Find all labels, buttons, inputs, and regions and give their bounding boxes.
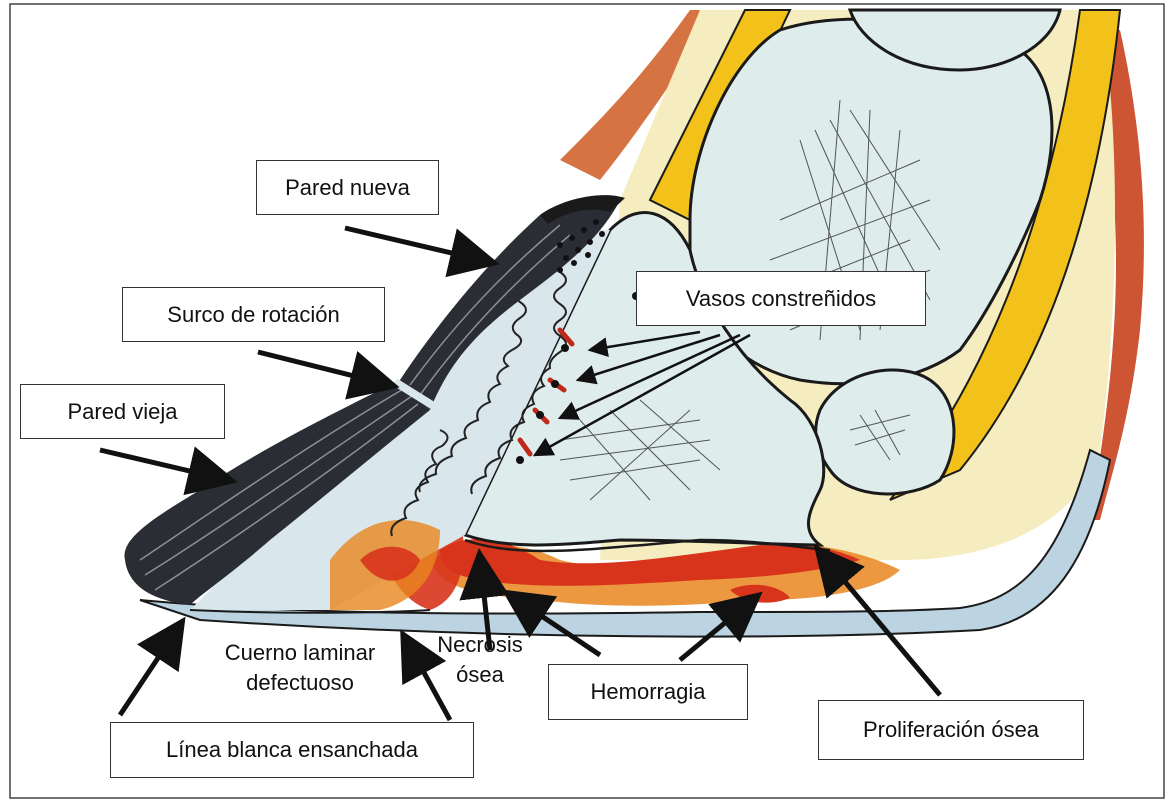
label-necrosis-line2: ósea (420, 660, 540, 690)
label-pared-nueva: Pared nueva (256, 160, 439, 215)
arrow-surco-rotacion (258, 352, 390, 385)
arrow-linea-blanca-left (120, 625, 180, 715)
label-proliferacion: Proliferación ósea (818, 700, 1084, 760)
label-necrosis-line1: Necrosis (420, 630, 540, 660)
label-cuerno-line1: Cuerno laminar (200, 638, 400, 668)
label-surco-rotacion: Surco de rotación (122, 287, 385, 342)
label-cuerno-line2: defectuoso (200, 668, 400, 698)
label-linea-blanca: Línea blanca ensanchada (110, 722, 474, 778)
navicular-bone (816, 370, 954, 494)
label-hemorragia: Hemorragia (548, 664, 748, 720)
label-vasos: Vasos constreñidos (636, 271, 926, 326)
arrow-pared-nueva (345, 228, 490, 262)
label-cuerno: Cuerno laminar defectuoso (200, 638, 400, 698)
arrow-pared-vieja (100, 450, 228, 480)
label-pared-vieja: Pared vieja (20, 384, 225, 439)
label-necrosis: Necrosis ósea (420, 630, 540, 690)
